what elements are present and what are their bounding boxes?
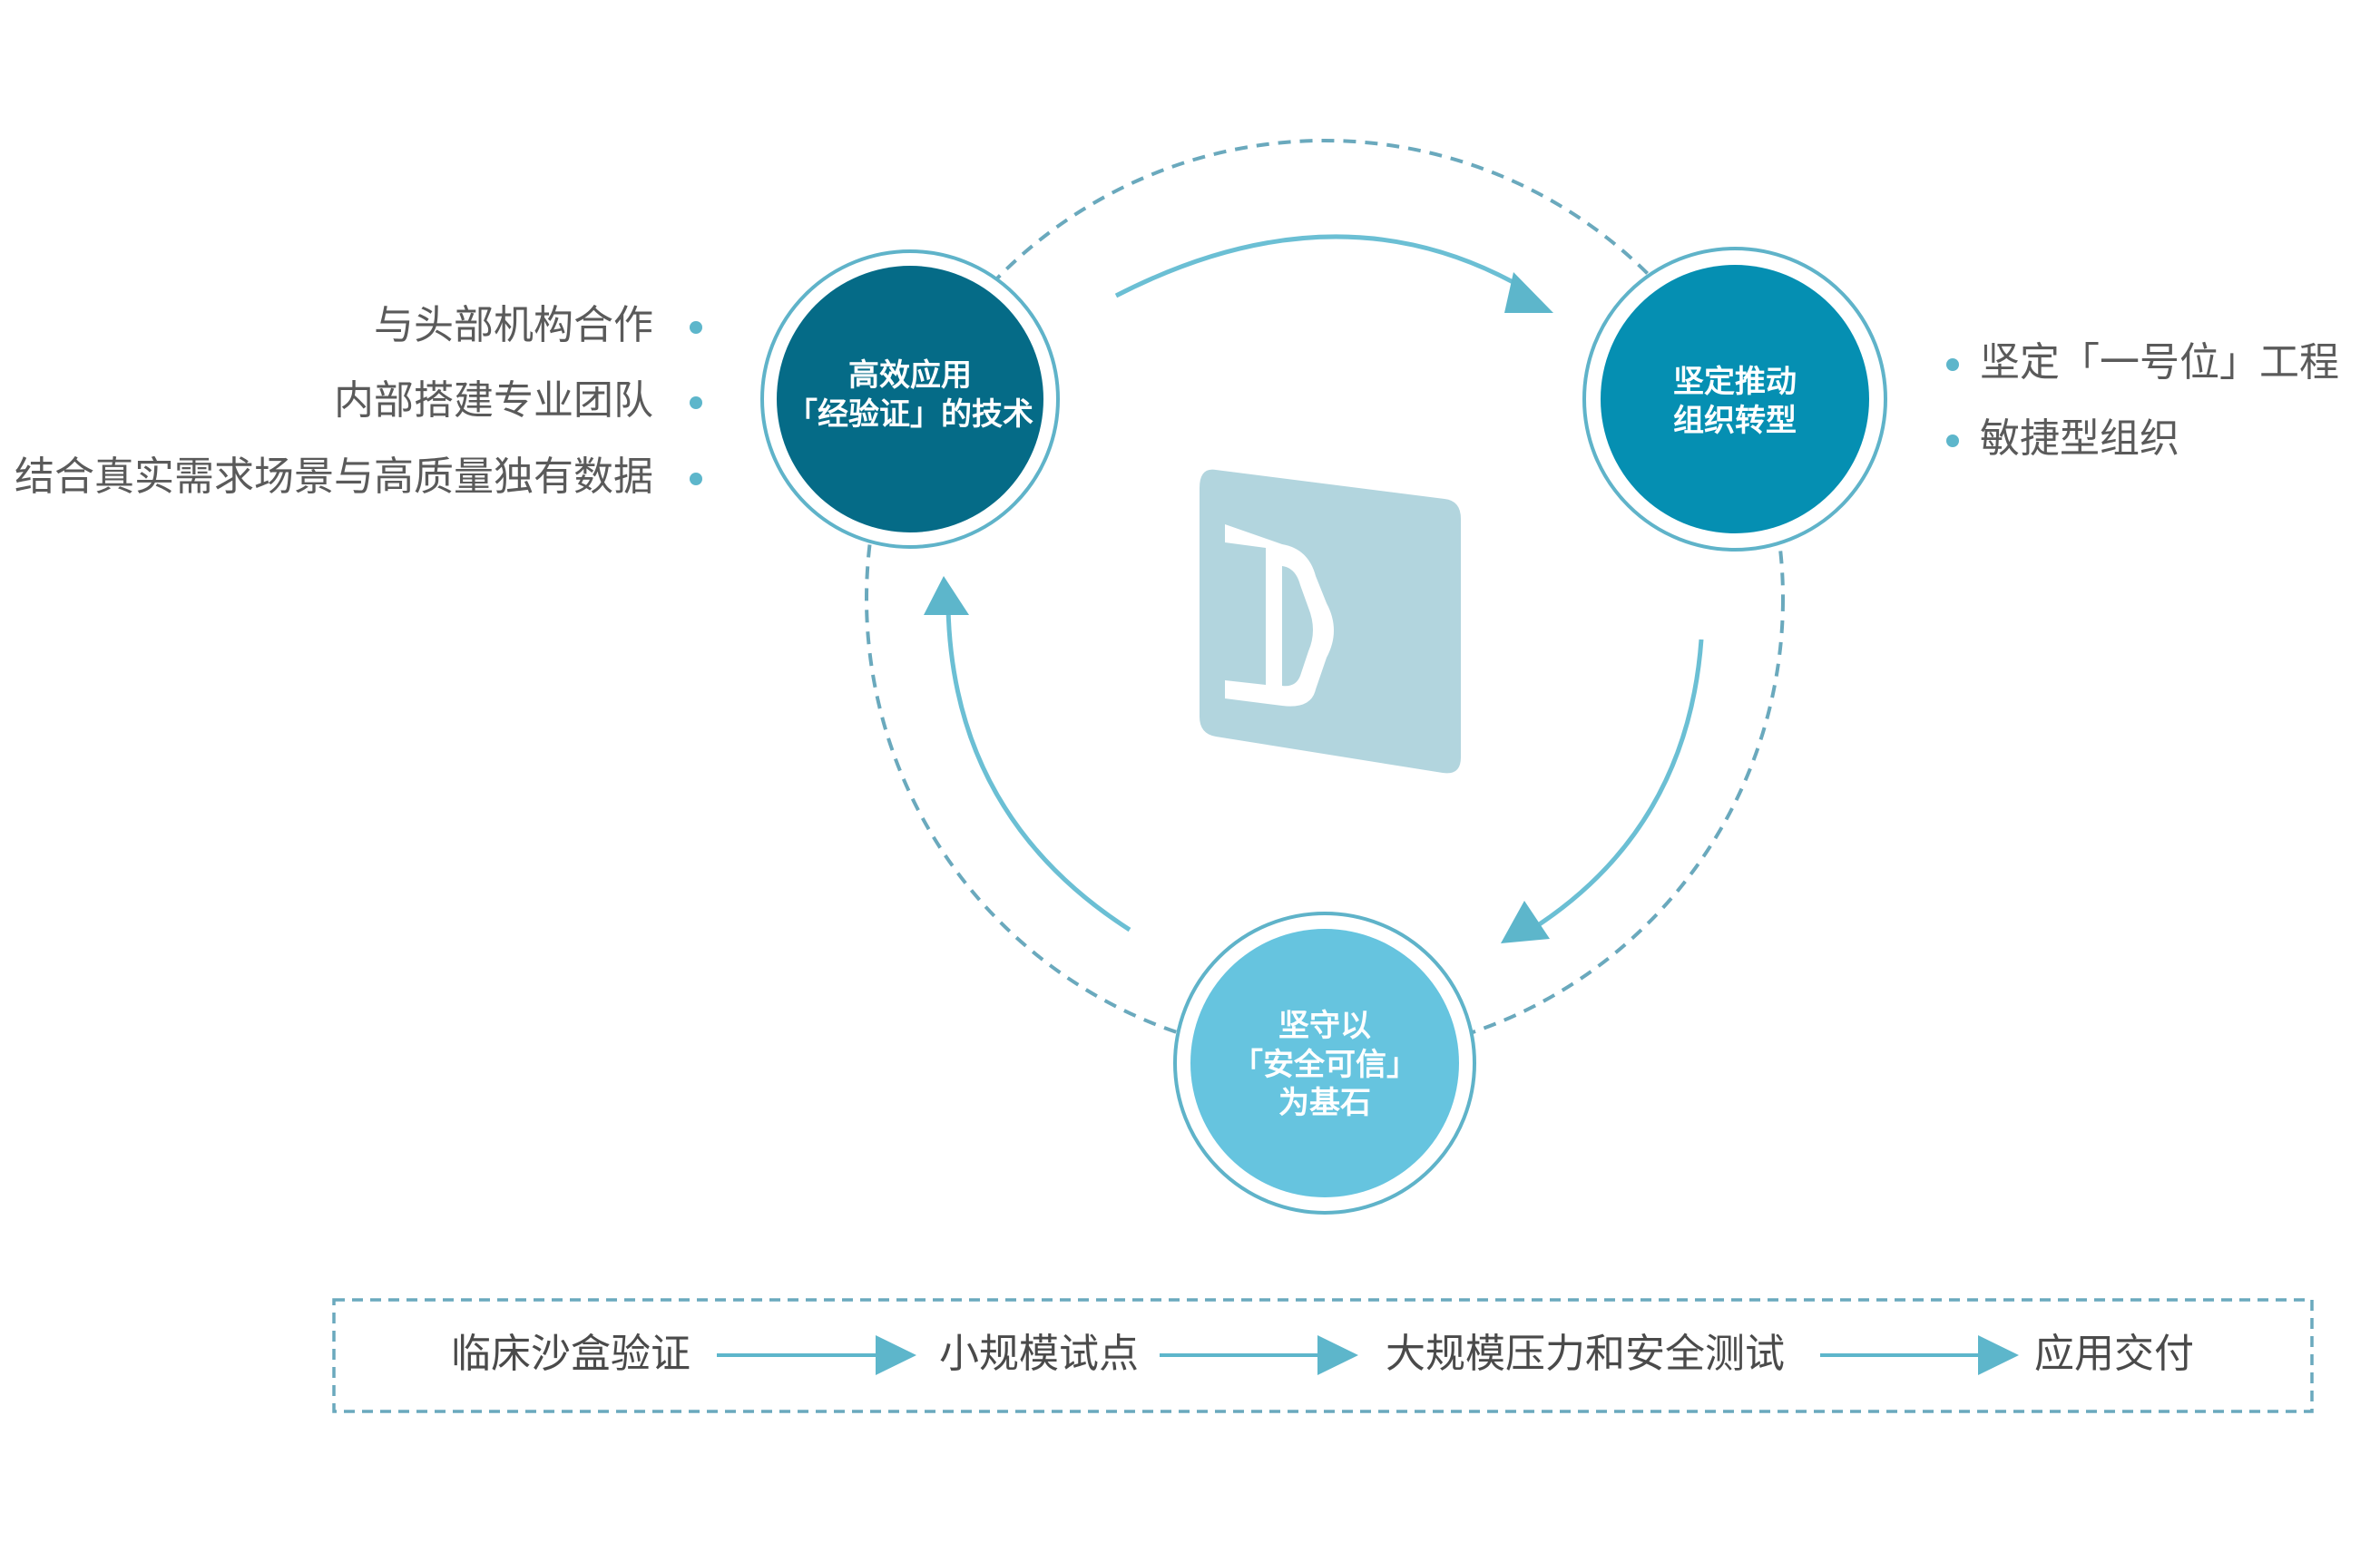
cycle-arrow-right [1536, 639, 1704, 928]
process-arrow-3 [1820, 1335, 2019, 1375]
process-step-1: 临床沙盒验证 [451, 1331, 690, 1377]
cycle-arrowhead-top [1504, 272, 1553, 313]
logo-icon [1200, 469, 1461, 774]
cycle-arrowhead-right [1501, 901, 1550, 943]
cycle-arrowhead-left [924, 576, 969, 615]
process-box [332, 1298, 2314, 1413]
left-bullet-3 [690, 473, 702, 485]
node-right-label: 坚定推动 组织转型 [1599, 363, 1871, 440]
process-step-4: 应用交付 [2034, 1331, 2194, 1377]
left-list-item-2: 内部搭建专业团队 [334, 377, 653, 424]
node-right [1582, 247, 1887, 552]
process-step-3: 大规模压力和安全测试 [1386, 1331, 1785, 1377]
node-bottom-line-1: 坚守以 [1278, 1008, 1371, 1044]
right-list-item-1: 坚定「一号位」工程 [1980, 339, 2339, 386]
node-right-line-2: 组织转型 [1673, 402, 1797, 439]
node-bottom-label: 坚守以 「安全可信」 为基石 [1189, 1007, 1461, 1123]
node-top-left-label: 高效应用 「经验证」的技术 [774, 356, 1046, 434]
node-right-line-1: 坚定推动 [1673, 364, 1797, 400]
left-bullet-2 [690, 396, 702, 409]
left-bullet-1 [690, 321, 702, 334]
node-bottom [1173, 912, 1476, 1215]
process-arrow-1 [717, 1335, 916, 1375]
left-list-item-1: 与头部机构合作 [374, 302, 653, 348]
node-top-left-line-2: 「经验证」的技术 [787, 395, 1033, 433]
cycle-arrow-top [1114, 234, 1526, 298]
process-arrow-2 [1160, 1335, 1358, 1375]
cycle-arrow-left [945, 607, 1131, 932]
right-bullet-1 [1946, 358, 1959, 371]
process-step-2: 小规模试点 [939, 1331, 1139, 1377]
right-bullet-2 [1946, 434, 1959, 447]
node-top-left-line-1: 高效应用 [848, 357, 972, 394]
node-bottom-line-2: 「安全可信」 [1232, 1046, 1417, 1083]
node-top-left [760, 249, 1060, 549]
left-list-item-3: 结合真实需求场景与高质量独有数据 [15, 454, 653, 500]
right-list-item-2: 敏捷型组织 [1980, 415, 2179, 462]
node-bottom-line-3: 为基石 [1278, 1085, 1371, 1121]
